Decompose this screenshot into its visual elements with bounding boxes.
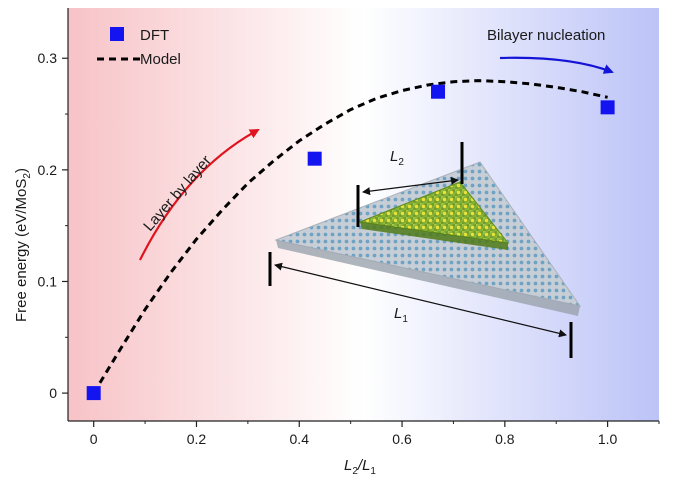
x-tick-label: 0.6 (392, 431, 412, 447)
y-tick-label: 0.2 (38, 162, 58, 178)
bilayer-side (360, 222, 508, 250)
x-tick-label: 1.0 (598, 431, 618, 447)
layer-by-layer-arrow (139, 129, 260, 261)
y-axis-label: Free energy (eV/MoS2) (13, 168, 33, 322)
x-axis-label: L2/L1 (344, 457, 376, 477)
inset-illustration: L2 L1 (268, 142, 582, 358)
y-ticks: 0 0.1 0.2 0.3 (38, 50, 68, 401)
model-line (92, 79, 608, 394)
x-tick-label: 0.8 (495, 431, 515, 447)
model-series (92, 79, 608, 394)
dft-point (86, 386, 101, 401)
legend-model-label: Model (140, 51, 181, 68)
y-tick-label: 0 (49, 385, 57, 401)
x-ticks: 0 0.2 0.4 0.6 0.8 1.0 (90, 421, 660, 447)
legend-dft-marker (110, 27, 124, 41)
legend-dft-label: DFT (140, 27, 169, 44)
y-tick-label: 0.1 (38, 273, 58, 289)
bilayer-nucleation-label: Bilayer nucleation (487, 27, 605, 44)
x-tick-label: 0 (90, 431, 98, 447)
dft-point (307, 151, 322, 166)
dft-point (600, 100, 615, 115)
l1-arrow (274, 262, 567, 338)
y-tick-label: 0.3 (38, 50, 58, 66)
dft-point (431, 84, 446, 99)
l2-label: L2 (390, 148, 404, 168)
x-tick-label: 0.2 (187, 431, 207, 447)
l2-arrow (362, 176, 459, 196)
legend: DFT Model (97, 27, 181, 68)
bilayer-nucleation-arrow (499, 56, 614, 74)
axes-frame (67, 8, 659, 422)
l1-label: L1 (394, 305, 408, 325)
dft-series (86, 84, 615, 401)
x-tick-label: 0.4 (290, 431, 310, 447)
